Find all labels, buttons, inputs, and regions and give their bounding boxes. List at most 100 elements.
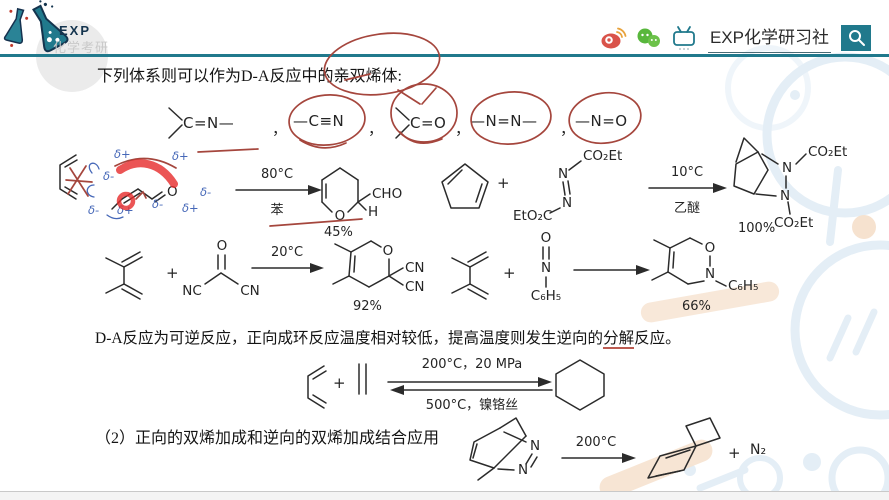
condition-solvent: 乙醚 — [674, 201, 700, 216]
structure-ethylene — [358, 363, 367, 395]
condition-temperature: 200°C — [576, 435, 616, 450]
dienophile-group-nitrile: —C≡N — [293, 112, 345, 130]
ring-nitrogen: N — [705, 266, 715, 282]
condition-temperature: 80°C — [261, 167, 293, 182]
structure-pyran-dinitrile-product: O CN CN 92% — [332, 240, 425, 314]
reaction-arrow-5: 200°C — [561, 435, 636, 463]
structure-dihydropyran-product: O CHO H 45% — [321, 167, 402, 240]
reaction-arrow-3: 20°C — [251, 245, 324, 273]
delta-annotation: δ- — [103, 169, 114, 183]
delta-annotation: δ+ — [172, 149, 189, 163]
intro-line: 下列体系则可以作为D-A反应中的亲双烯体: — [97, 62, 402, 86]
structure-azodicarboxylate: N CO₂Et N EtO₂C — [513, 148, 622, 224]
paragraph-highlight: 分解 — [603, 330, 635, 349]
logo-title: EXP — [59, 23, 92, 38]
delta-annotation: δ+ — [117, 203, 134, 217]
comma: ， — [455, 120, 471, 138]
structure-bicyclic-diene-product — [647, 417, 721, 479]
search-icon — [849, 30, 865, 46]
yield-label: 45% — [324, 225, 353, 240]
nitrogen: N — [518, 462, 528, 478]
aldehyde-oxygen: O — [167, 184, 178, 200]
nitrogen: N — [558, 166, 568, 182]
ester-group: EtO₂C — [513, 208, 552, 224]
delta-annotation: δ- — [152, 197, 163, 211]
search-button[interactable] — [841, 25, 871, 51]
intro-highlight: 亲双烯体 — [333, 68, 398, 85]
ester-group: CO₂Et — [808, 144, 847, 160]
structure-carbonyl-cyanide: O NC CN — [182, 238, 260, 299]
condition-forward: 200°C，20 MPa — [422, 357, 523, 372]
nitrile-group: NC — [182, 283, 202, 299]
dienophile-group-azo: —N=N— — [470, 112, 538, 130]
plus-sign: + — [333, 374, 346, 392]
plus-sign: + — [503, 264, 516, 282]
delta-annotation: δ- — [200, 185, 211, 199]
ester-group: CO₂Et — [774, 215, 813, 231]
oxygen: O — [217, 238, 228, 254]
bond-branch-icon — [395, 107, 410, 139]
reaction-arrow-1: 80°C 苯 — [235, 167, 322, 218]
nitrogen-gas-label: N₂ — [750, 442, 767, 458]
section2-heading: （2）正向的双烯加成和逆向的双烯加成结合应用 — [95, 430, 440, 447]
yield-label: 92% — [353, 299, 382, 314]
phenyl-group: C₆H₅ — [531, 288, 561, 304]
nitrogen: N — [530, 438, 540, 454]
structure-cyclopentadiene — [441, 163, 489, 209]
plus-sign: + — [497, 174, 510, 192]
structure-dimethylbutadiene — [451, 251, 489, 300]
cho-group: CHO — [372, 186, 402, 202]
reaction-arrow-2: 10°C 乙醚 — [648, 165, 727, 216]
corner-flask-icon — [3, 7, 29, 47]
equilibrium-arrows: 200°C，20 MPa 500°C，镍铬丝 — [387, 357, 553, 413]
delta-annotation: δ- — [88, 203, 99, 217]
phenyl-group: C₆H₅ — [728, 278, 758, 294]
oxygen: O — [541, 230, 552, 246]
yield-label: 100% — [738, 221, 775, 236]
structure-bicyclic-diazo-product: N N CO₂Et CO₂Et 100% — [733, 137, 847, 236]
bond-branch-icon — [168, 107, 183, 139]
nitrogen: N — [541, 260, 551, 276]
header: EXP 化学考研 — [0, 0, 889, 57]
structure-nitrosobenzene: O N C₆H₅ — [531, 230, 561, 304]
yield-label: 66% — [682, 299, 711, 314]
logo-subtitle: 化学考研 — [53, 40, 110, 55]
nitrile-group: CN — [405, 260, 425, 276]
ring-oxygen: O — [383, 243, 394, 259]
condition-temperature: 10°C — [671, 165, 703, 180]
dienophile-group-nitroso: —N=O — [575, 112, 628, 130]
comma: ， — [560, 120, 576, 138]
plus-sign: + — [166, 264, 179, 282]
delta-annotation: δ+ — [182, 201, 199, 215]
nitrile-group: CN — [405, 279, 425, 295]
ring-oxygen: O — [335, 208, 346, 224]
structure-dimethylbutadiene — [105, 251, 143, 300]
structure-diene-acrolein: O δ+ δ- δ+ δ- δ+ δ- δ+ δ- — [59, 147, 211, 220]
reversibility-paragraph: D-A反应为可逆反应，正向成环反应温度相对较低，提高温度则发生逆向的分解反应。 — [95, 326, 681, 349]
brand-text: EXP化学研习社 — [707, 23, 831, 53]
structure-oxazine-product: O N C₆H₅ 66% — [651, 237, 758, 314]
nitrogen: N — [780, 188, 790, 204]
paragraph-text: 反应。 — [634, 330, 681, 347]
ring-oxygen: O — [705, 240, 716, 256]
intro-colon: : — [397, 68, 402, 85]
nitrile-group: CN — [240, 283, 260, 299]
ester-group: CO₂Et — [583, 148, 622, 164]
flask-logo-icon — [32, 0, 69, 53]
reaction-arrow-4 — [573, 265, 650, 275]
nitrogen: N — [562, 195, 572, 211]
structure-butadiene — [307, 365, 327, 409]
intro-prefix: 下列体系则可以作为D-A反应中的 — [97, 68, 334, 85]
dienophile-group-imine: C=N— — [168, 106, 234, 140]
condition-temperature: 20°C — [271, 245, 303, 260]
weibo-icon[interactable] — [600, 26, 627, 50]
structure-cyclohexane — [555, 359, 605, 411]
nitrogen: N — [782, 160, 792, 176]
wechat-icon[interactable] — [636, 26, 662, 50]
group-label: C=N— — [183, 114, 235, 132]
comma: ， — [272, 120, 288, 138]
tv-icon[interactable] — [672, 25, 698, 51]
